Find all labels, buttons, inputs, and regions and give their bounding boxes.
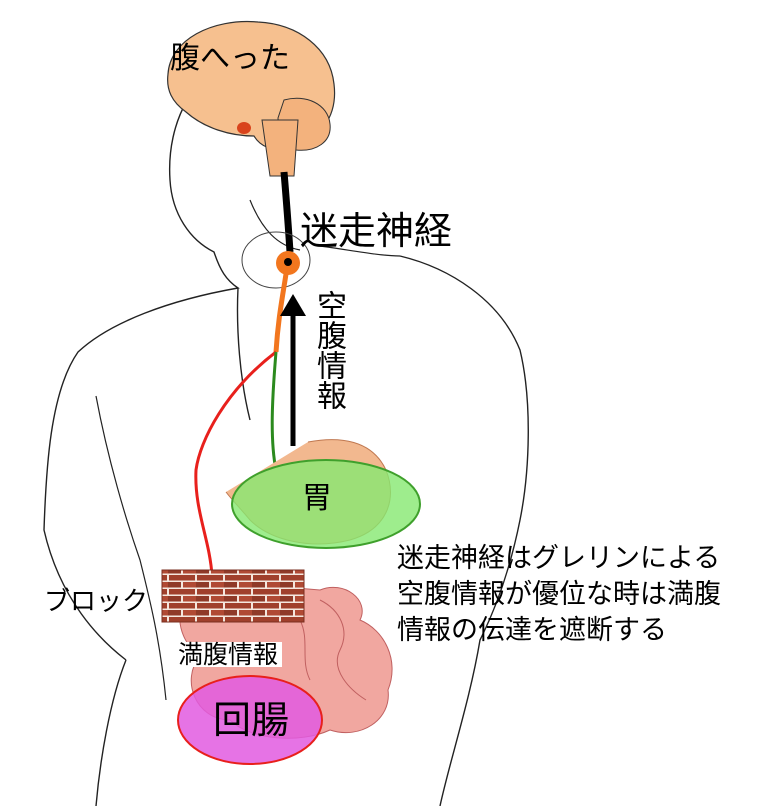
stomach-highlight [231,459,421,549]
satiety-path [194,350,277,577]
nodose-ganglion-area [241,231,311,289]
hunger-info-label: 空腹情報 [311,290,346,410]
neck-outline [249,199,401,257]
satiety-info-label: 満腹情報 [174,642,283,667]
ganglion-center [284,258,292,266]
brick-block [161,569,305,623]
explanation-note: 迷走神経はグレリンによる 空腹情報が優位な時は満腹 情報の伝達を遮断する [397,541,772,649]
brain-label: 腹へった [170,41,290,76]
note-line: 情報の伝達を遮断する [397,615,667,646]
note-line: 空腹情報が優位な時は満腹 [397,579,721,610]
nerve-orange [273,273,289,353]
hunger-arrow-head [280,294,306,316]
stomach-label: 胃 [302,481,332,516]
hypothalamus [237,122,251,134]
ileum-highlight [177,675,323,765]
ileum-label: 回腸 [213,698,290,742]
vagus-nerve-label: 迷走神経 [300,209,453,253]
block-label: ブロック [44,587,149,617]
brainstem [261,119,299,177]
body-outline [43,57,529,806]
vagus-nerve-trunk [280,171,294,253]
note-line: 迷走神経はグレリンによる [397,543,721,574]
left-arm-inner [95,395,167,701]
intestine-coils [299,599,367,701]
